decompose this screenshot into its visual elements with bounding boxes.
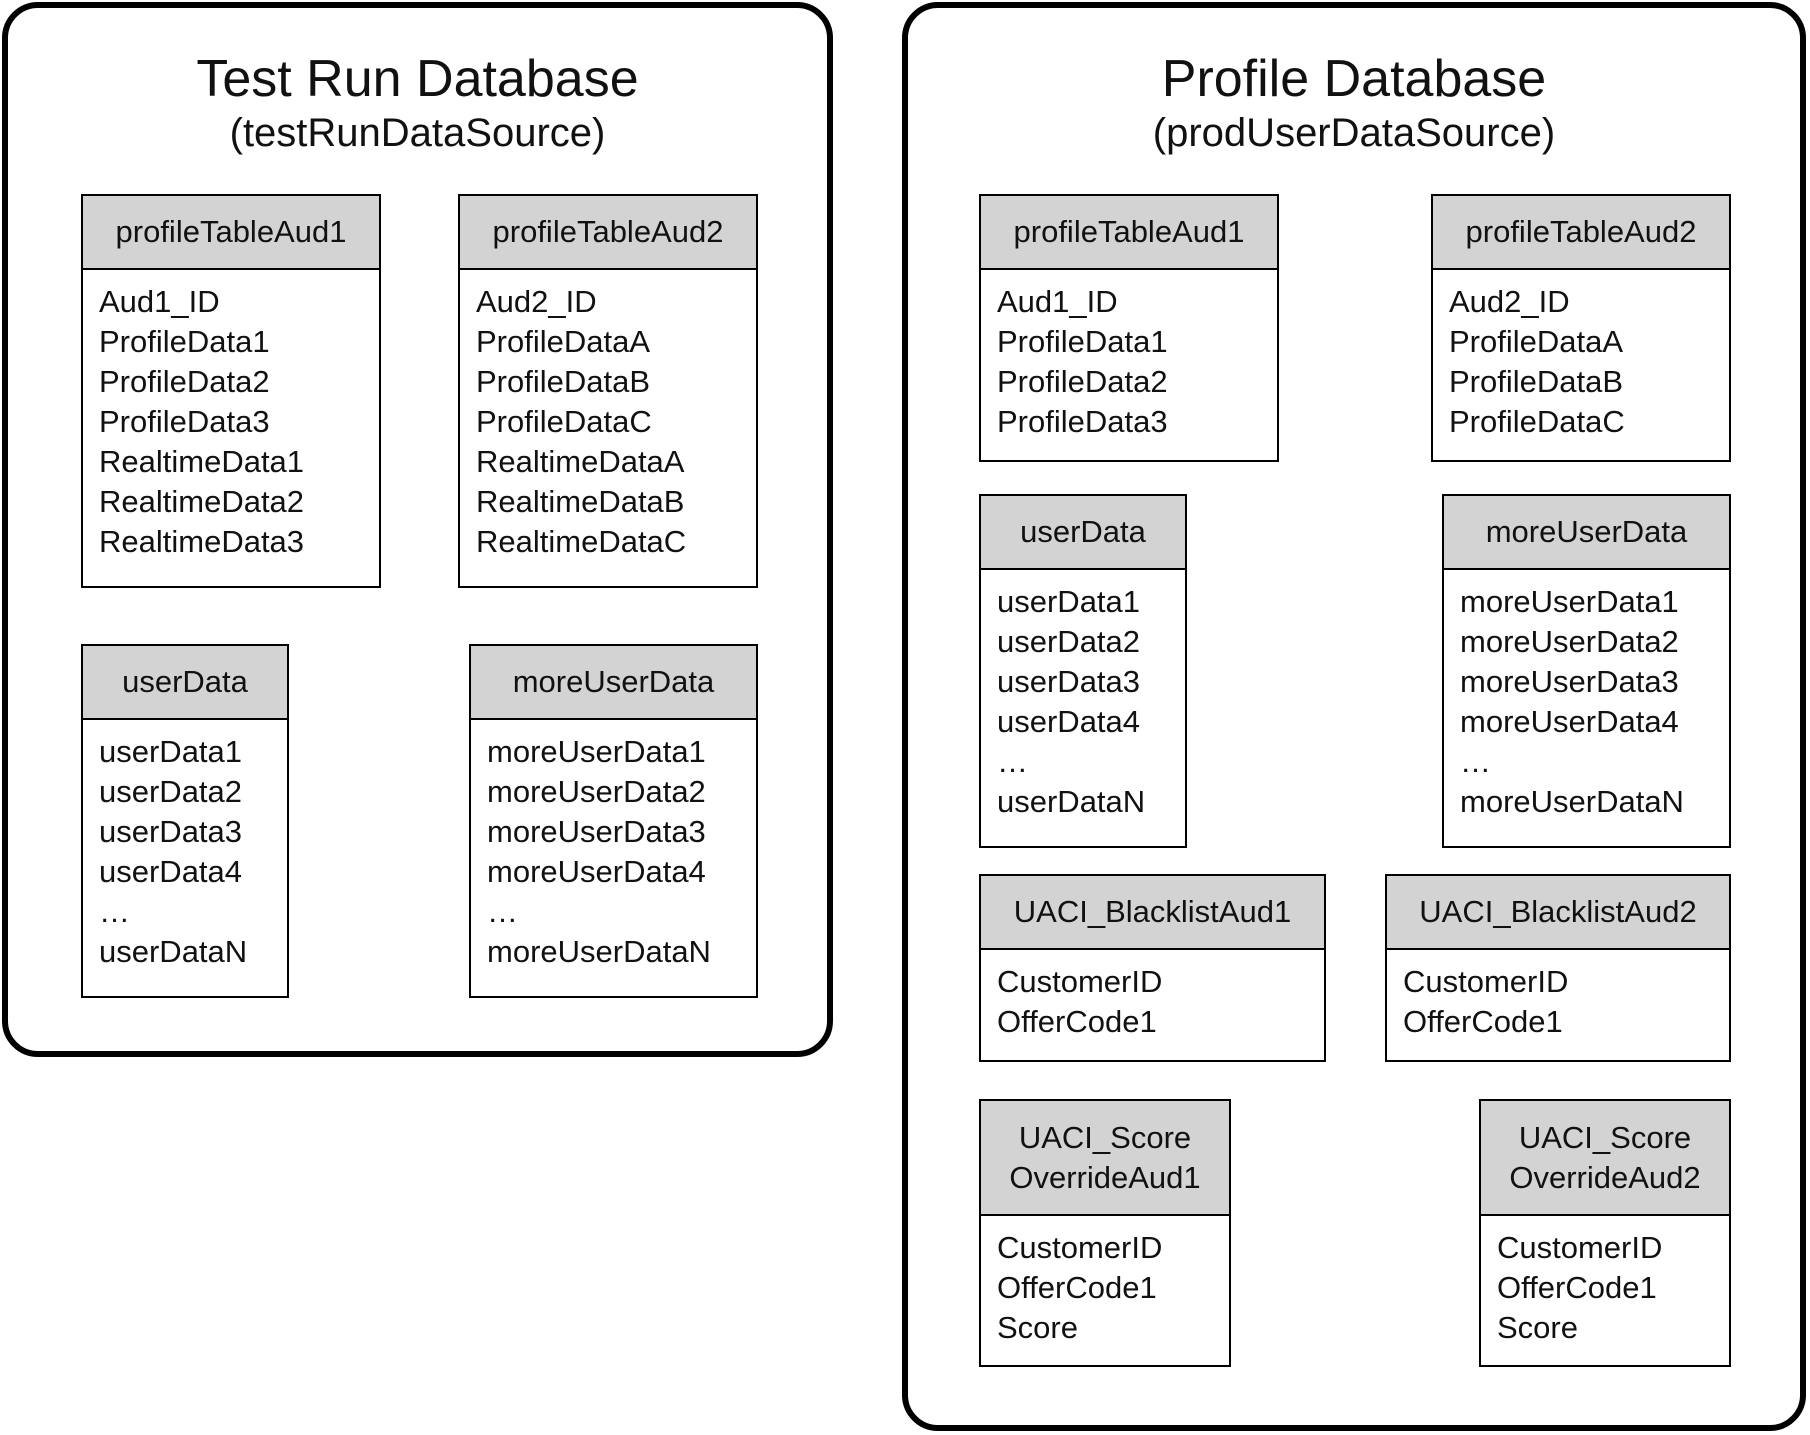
- table-field: ProfileData3: [997, 404, 1168, 439]
- table-field: ProfileDataB: [1449, 364, 1624, 399]
- table-field: Aud1_ID: [997, 284, 1118, 319]
- table-fields: userData1 userData2 userData3 userData4 … use…: [981, 570, 1185, 822]
- table-header: UACI_Score OverrideAud2: [1481, 1101, 1729, 1216]
- table-field: CustomerID: [997, 964, 1163, 999]
- table-box: UACI_Score OverrideAud2 CustomerID OfferC…: [1479, 1099, 1731, 1367]
- test-run-database-container: Test Run Database (testRunDataSource) pr…: [2, 2, 833, 1057]
- table-header: profileTableAud1: [83, 196, 379, 270]
- table-field: moreUserData4: [487, 854, 706, 889]
- table-field: Aud1_ID: [99, 284, 220, 319]
- table-field-ellipsis: …: [1460, 744, 1491, 779]
- table-header: userData: [83, 646, 287, 720]
- table-field: ProfileData1: [997, 324, 1168, 359]
- table-fields: Aud2_ID ProfileDataA ProfileDataB ProfileDa…: [460, 270, 756, 562]
- table-field: ProfileData3: [99, 404, 270, 439]
- table-field: OfferCode1: [997, 1270, 1157, 1305]
- table-field: RealtimeDataC: [476, 524, 687, 559]
- table-header: moreUserData: [471, 646, 756, 720]
- table-field: ProfileDataC: [476, 404, 652, 439]
- table-field: RealtimeData3: [99, 524, 305, 559]
- table-field: userData3: [997, 664, 1141, 699]
- table-field: ProfileData1: [99, 324, 270, 359]
- table-field: moreUserData3: [1460, 664, 1679, 699]
- table-field: OfferCode1: [1497, 1270, 1657, 1305]
- table-fields: moreUserData1 moreUserData2 moreUserData3 m…: [471, 720, 756, 972]
- table-fields: userData1 userData2 userData3 userData4 … use…: [83, 720, 287, 972]
- table-box: profileTableAud2 Aud2_ID ProfileDataA Prof…: [458, 194, 758, 588]
- table-field: RealtimeData1: [99, 444, 305, 479]
- table-field: userData2: [99, 774, 243, 809]
- table-field: ProfileData2: [99, 364, 270, 399]
- table-fields: Aud2_ID ProfileDataA ProfileDataB ProfileDa…: [1433, 270, 1729, 442]
- table-header: UACI_BlacklistAud2: [1387, 876, 1729, 950]
- table-field: CustomerID: [997, 1230, 1163, 1265]
- table-field: moreUserData1: [1460, 584, 1679, 619]
- table-fields: CustomerID OfferCode1: [981, 950, 1324, 1042]
- table-box: UACI_BlacklistAud1 CustomerID OfferCode1: [979, 874, 1326, 1062]
- table-fields: moreUserData1 moreUserData2 moreUserData3 m…: [1444, 570, 1729, 822]
- table-field: ProfileDataB: [476, 364, 651, 399]
- table-field: moreUserDataN: [1460, 784, 1684, 819]
- table-field: moreUserData4: [1460, 704, 1679, 739]
- table-header: UACI_Score OverrideAud1: [981, 1101, 1229, 1216]
- table-field: userData3: [99, 814, 243, 849]
- table-field: moreUserData2: [1460, 624, 1679, 659]
- table-field: CustomerID: [1497, 1230, 1663, 1265]
- table-field: Score: [997, 1310, 1078, 1345]
- table-field: Score: [1497, 1310, 1578, 1345]
- table-field: userDataN: [99, 934, 248, 969]
- database-datasource: (testRunDataSource): [229, 111, 606, 155]
- table-field-ellipsis: …: [487, 894, 518, 929]
- table-field: userData4: [99, 854, 243, 889]
- table-field: moreUserData1: [487, 734, 706, 769]
- table-field: userData1: [99, 734, 243, 769]
- table-field: moreUserData2: [487, 774, 706, 809]
- table-field: Aud2_ID: [1449, 284, 1570, 319]
- table-header: UACI_BlacklistAud1: [981, 876, 1324, 950]
- table-box: UACI_Score OverrideAud1 CustomerID OfferC…: [979, 1099, 1231, 1367]
- table-field-ellipsis: …: [99, 894, 130, 929]
- table-field: ProfileData2: [997, 364, 1168, 399]
- table-field: moreUserData3: [487, 814, 706, 849]
- table-header: profileTableAud2: [460, 196, 756, 270]
- table-field: userDataN: [997, 784, 1146, 819]
- database-title: Profile Database: [1161, 50, 1547, 108]
- table-header: moreUserData: [1444, 496, 1729, 570]
- table-field-ellipsis: …: [997, 744, 1028, 779]
- table-field: RealtimeDataB: [476, 484, 685, 519]
- table-field: RealtimeDataA: [476, 444, 685, 479]
- table-field: RealtimeData2: [99, 484, 305, 519]
- table-field: ProfileDataA: [476, 324, 651, 359]
- table-field: userData1: [997, 584, 1141, 619]
- database-title: Test Run Database: [196, 50, 639, 108]
- table-field: ProfileDataC: [1449, 404, 1625, 439]
- table-header: profileTableAud1: [981, 196, 1277, 270]
- table-field: userData4: [997, 704, 1141, 739]
- table-field: moreUserDataN: [487, 934, 711, 969]
- table-field: ProfileDataA: [1449, 324, 1624, 359]
- table-box: UACI_BlacklistAud2 CustomerID OfferCode1: [1385, 874, 1731, 1062]
- table-field: userData2: [997, 624, 1141, 659]
- table-box: profileTableAud2 Aud2_ID ProfileDataA Prof…: [1431, 194, 1731, 462]
- database-datasource: (prodUserDataSource): [1152, 111, 1556, 155]
- table-header: profileTableAud2: [1433, 196, 1729, 270]
- table-field: OfferCode1: [997, 1004, 1157, 1039]
- profile-database-container: Profile Database (prodUserDataSource) pr…: [902, 2, 1806, 1431]
- table-field: OfferCode1: [1403, 1004, 1563, 1039]
- table-fields: CustomerID OfferCode1: [1387, 950, 1729, 1042]
- table-field: CustomerID: [1403, 964, 1569, 999]
- table-header: userData: [981, 496, 1185, 570]
- table-field: Aud2_ID: [476, 284, 597, 319]
